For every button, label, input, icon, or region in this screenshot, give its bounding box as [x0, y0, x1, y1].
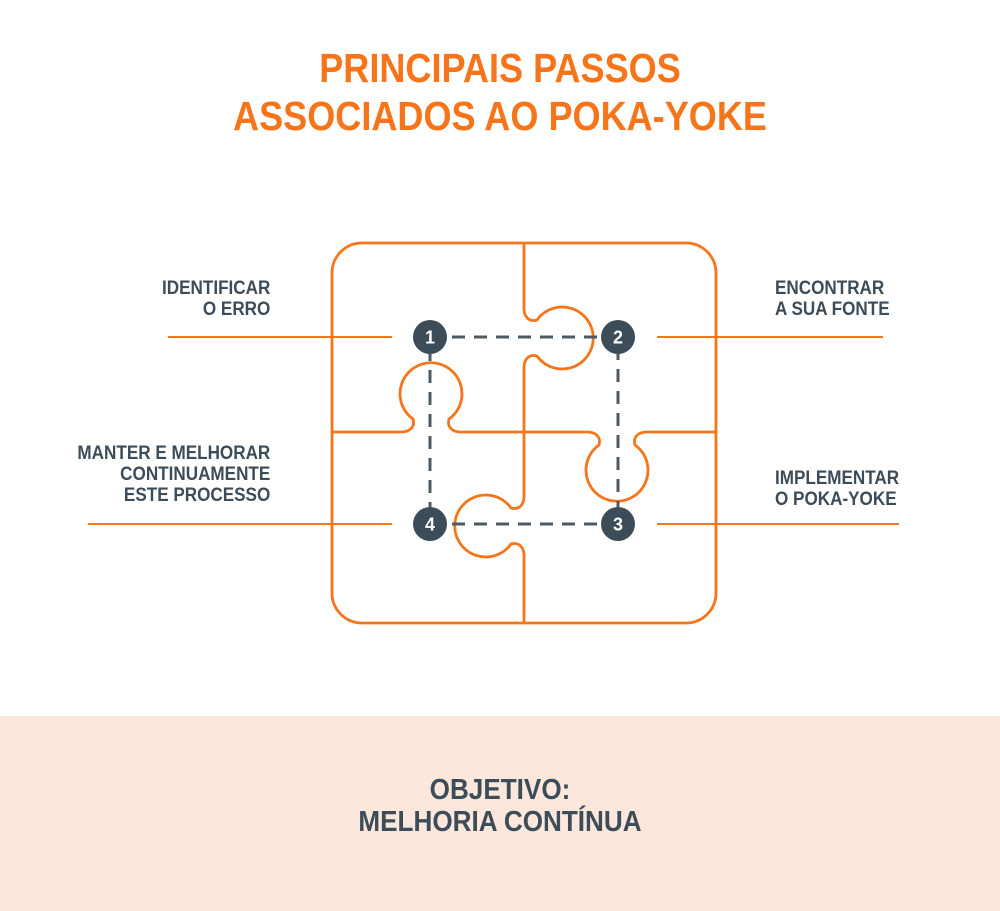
- footer-band: [0, 716, 1000, 911]
- step-marker-1: 1: [413, 320, 447, 354]
- step-circle-3: [601, 507, 635, 541]
- step-number-2: 2: [613, 328, 623, 348]
- step-label-encontrar-a-sua-fonte: ENCONTRAR A SUA FONTE: [775, 278, 890, 320]
- step-label-implementar-o-poka-yoke: IMPLEMENTAR O POKA-YOKE: [775, 468, 900, 510]
- step-label-manter-e-melhorar: MANTER E MELHORAR CONTINUAMENTE ESTE PRO…: [77, 443, 270, 506]
- step-number-1: 1: [425, 328, 435, 348]
- page-title: PRINCIPAIS PASSOS ASSOCIADOS AO POKA-YOK…: [233, 45, 767, 139]
- step-label-identificar-o-erro: IDENTIFICAR O ERRO: [161, 278, 270, 320]
- step-marker-4: 4: [413, 507, 447, 541]
- step-circle-1: [413, 320, 447, 354]
- step-marker-2: 2: [601, 320, 635, 354]
- step-circle-2: [601, 320, 635, 354]
- puzzle-horizontal-divider: [332, 361, 716, 503]
- step-number-3: 3: [613, 515, 623, 535]
- step-circle-4: [413, 507, 447, 541]
- puzzle-icon: [330, 241, 718, 625]
- step-marker-3: 3: [601, 507, 635, 541]
- step-number-4: 4: [425, 515, 435, 535]
- footer-objective-text: OBJETIVO: MELHORIA CONTÍNUA: [358, 774, 642, 838]
